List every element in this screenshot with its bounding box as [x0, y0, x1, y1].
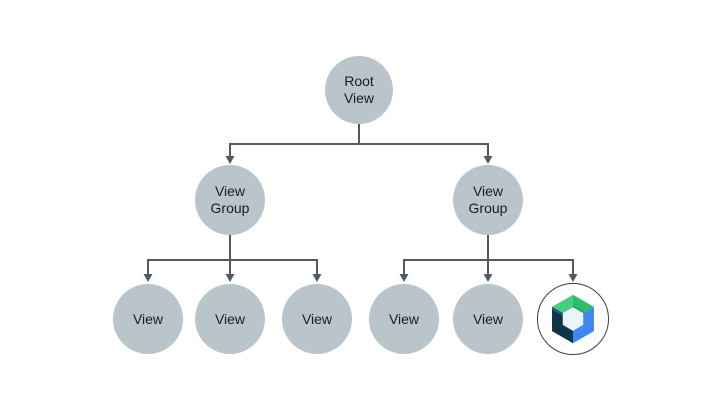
node-view-right-2: View [453, 284, 523, 354]
node-label-line: View [214, 183, 246, 199]
arrowhead-view-r1 [399, 274, 409, 282]
jetpack-compose-icon [552, 294, 594, 344]
node-label: View [472, 310, 504, 327]
node-label-line: Group [210, 200, 250, 216]
node-root-view: Root View [325, 56, 393, 124]
arrowhead-view-r2 [483, 274, 493, 282]
node-label-line: View [343, 90, 375, 106]
node-label-line: Group [468, 200, 508, 216]
arrowhead-view-l2 [225, 274, 235, 282]
arrowhead-group-right [483, 156, 493, 164]
connector-left-branch [147, 234, 318, 275]
node-view-group-left: View Group [195, 165, 265, 235]
node-view-left-3: View [282, 284, 352, 354]
node-label: View [214, 310, 246, 327]
node-view-group-right: View Group [453, 165, 523, 235]
node-compose [537, 283, 609, 355]
arrowhead-view-l1 [143, 274, 153, 282]
node-label-line: View [472, 183, 504, 199]
node-view-left-1: View [113, 284, 183, 354]
connector-root-trunk [229, 123, 489, 157]
node-view-right-1: View [369, 284, 439, 354]
node-label: View [132, 310, 164, 327]
node-view-left-2: View [195, 284, 265, 354]
arrowhead-compose [568, 274, 578, 282]
arrowhead-group-left [225, 156, 235, 164]
node-label: View [301, 310, 333, 327]
connector-right-branch [403, 234, 574, 275]
node-label: View [388, 310, 420, 327]
arrowhead-view-l3 [312, 274, 322, 282]
node-label-line: Root [344, 73, 374, 89]
